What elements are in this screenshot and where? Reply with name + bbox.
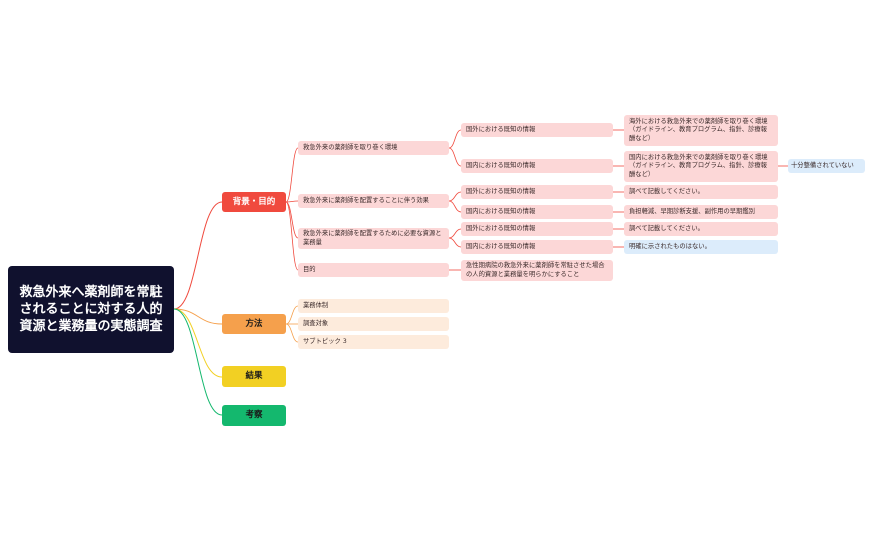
t4-purpose-detail[interactable]: 急性期病院の救急外来に薬剤師を常駐させた場合の人的資源と業務量を明らかにすること — [461, 260, 613, 281]
link-t1-domestic — [448, 147, 462, 167]
t2-overseas-label: 国外における既知の情報 — [466, 187, 536, 195]
link-t1-overseas — [448, 129, 462, 149]
t1-domestic-label: 国内における既知の情報 — [466, 161, 536, 169]
method-item-3[interactable]: サブトピック 3 — [298, 335, 449, 349]
t3-overseas-detail[interactable]: 調べて記載してください。 — [624, 222, 778, 236]
t1-domestic-node[interactable]: 国内における既知の情報 — [461, 159, 613, 173]
method-item-2[interactable]: 調査対象 — [298, 317, 449, 331]
link-t2-overseas — [448, 191, 462, 202]
link-method-item-1 — [285, 305, 299, 325]
topic-environment-label: 救急外来の薬剤師を取り巻く環境 — [303, 143, 398, 151]
link-root-method — [173, 308, 223, 325]
topic-environment[interactable]: 救急外来の薬剤師を取り巻く環境 — [298, 141, 449, 155]
method-item-1-label: 業務体制 — [303, 301, 329, 309]
t3-domestic-detail[interactable]: 明確に示されたものはない。 — [624, 240, 778, 254]
branch-background[interactable]: 背景・目的 — [222, 192, 286, 212]
t3-overseas-detail-text: 調べて記載してください。 — [629, 224, 704, 232]
method-item-1[interactable]: 業務体制 — [298, 299, 449, 313]
branch-results-label: 結果 — [245, 371, 263, 382]
t1-domestic-detail[interactable]: 国内における救急外来での薬剤師を取り巻く環境（ガイドライン、教育プログラム、指針… — [624, 151, 778, 182]
topic-resources-label: 救急外来に薬剤師を配置するために必要な資源と業務量 — [303, 229, 442, 246]
t2-domestic-detail[interactable]: 負担軽減、早期診断支援、副作用の早期鑑別 — [624, 205, 778, 219]
branch-method[interactable]: 方法 — [222, 314, 286, 334]
t2-overseas-detail-text: 調べて記載してください。 — [629, 187, 704, 195]
link-root-discussion — [173, 308, 223, 416]
root-title: 救急外来へ薬剤師を常駐されることに対する人的資源と業務量の実態調査 — [19, 285, 163, 334]
t1-domestic-detail-text: 国内における救急外来での薬剤師を取り巻く環境（ガイドライン、教育プログラム、指針… — [629, 153, 768, 178]
topic-purpose[interactable]: 目的 — [298, 263, 449, 277]
t3-overseas-node[interactable]: 国外における既知の情報 — [461, 222, 613, 236]
branch-discussion-label: 考察 — [245, 410, 263, 421]
link-t3-overseas — [448, 228, 462, 239]
t2-domestic-detail-text: 負担軽減、早期診断支援、副作用の早期鑑別 — [629, 207, 755, 215]
link-bg-t4 — [285, 201, 299, 271]
link-method-item-3 — [285, 323, 299, 343]
branch-method-label: 方法 — [245, 318, 263, 329]
t3-overseas-label: 国外における既知の情報 — [466, 224, 536, 232]
link-t3-domestic — [448, 237, 462, 248]
t2-domestic-node[interactable]: 国内における既知の情報 — [461, 205, 613, 219]
topic-resources[interactable]: 救急外来に薬剤師を配置するために必要な資源と業務量 — [298, 228, 449, 249]
link-root-background — [173, 201, 223, 310]
t4-purpose-detail-text: 急性期病院の救急外来に薬剤師を常駐させた場合の人的資源と業務量を明らかにすること — [466, 261, 605, 278]
branch-results[interactable]: 結果 — [222, 366, 286, 387]
t2-overseas-node[interactable]: 国外における既知の情報 — [461, 185, 613, 199]
t2-overseas-detail[interactable]: 調べて記載してください。 — [624, 185, 778, 199]
t3-domestic-detail-text: 明確に示されたものはない。 — [629, 242, 711, 250]
topic-effect-label: 救急外来に薬剤師を配置することに伴う効果 — [303, 196, 429, 204]
t3-domestic-node[interactable]: 国内における既知の情報 — [461, 240, 613, 254]
method-item-3-label: サブトピック 3 — [303, 337, 347, 345]
method-item-2-label: 調査対象 — [303, 319, 329, 327]
link-root-results — [173, 308, 223, 378]
link-bg-t1 — [285, 147, 299, 203]
t1-overseas-detail[interactable]: 海外における救急外来での薬剤師を取り巻く環境（ガイドライン、教育プログラム、指針… — [624, 115, 778, 146]
t1-domestic-note[interactable]: 十分整備されていない — [788, 159, 865, 173]
t1-overseas-label: 国外における既知の情報 — [466, 125, 536, 133]
topic-purpose-label: 目的 — [303, 265, 316, 273]
t2-domestic-label: 国内における既知の情報 — [466, 207, 536, 215]
t1-domestic-note-text: 十分整備されていない — [791, 161, 854, 169]
root-topic[interactable]: 救急外来へ薬剤師を常駐されることに対する人的資源と業務量の実態調査 — [8, 266, 174, 353]
t3-domestic-label: 国内における既知の情報 — [466, 242, 536, 250]
t1-overseas-node[interactable]: 国外における既知の情報 — [461, 123, 613, 137]
topic-effect[interactable]: 救急外来に薬剤師を配置することに伴う効果 — [298, 194, 449, 208]
branch-background-label: 背景・目的 — [232, 196, 276, 207]
branch-discussion[interactable]: 考察 — [222, 405, 286, 426]
link-t2-domestic — [448, 200, 462, 213]
t1-overseas-detail-text: 海外における救急外来での薬剤師を取り巻く環境（ガイドライン、教育プログラム、指針… — [629, 117, 768, 142]
link-bg-t2 — [285, 200, 299, 203]
